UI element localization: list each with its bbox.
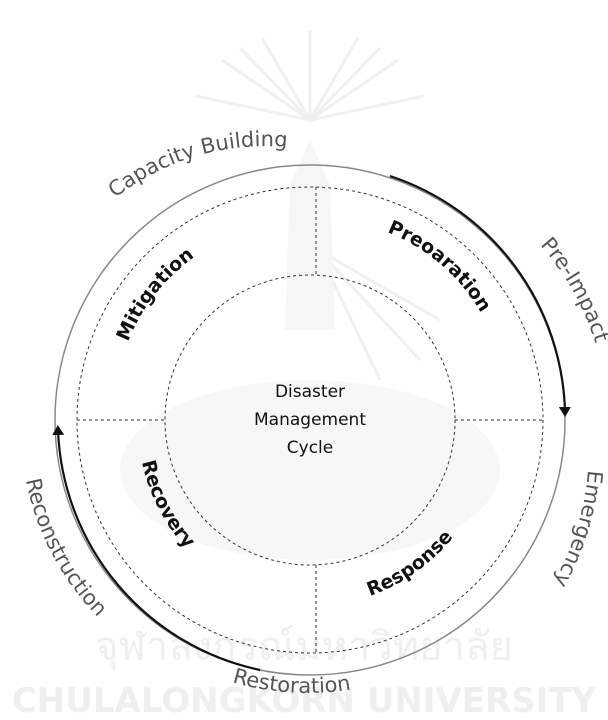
- outer-circle: [54, 164, 566, 676]
- pre-impact-label: Pre-Impact: [536, 233, 608, 345]
- preparation-label: Preoaration: [385, 216, 496, 315]
- watermark-english-text: CHULALONGKORN UNIVERSITY: [12, 681, 597, 720]
- center-title-line-2: Management: [254, 410, 366, 430]
- watermark-seal: จุฬาลงกรณ์มหาวิทยาลัย CHULALONGKORN UNIV…: [12, 30, 597, 720]
- quadrant-dividers: [77, 187, 543, 653]
- middle-dashed-circle: [76, 186, 544, 654]
- center-title-line-3: Cycle: [287, 438, 333, 458]
- mitigation-label: Mitigation: [112, 243, 197, 344]
- watermark-thai-text: จุฬาลงกรณ์มหาวิทยาลัย: [95, 624, 513, 671]
- reconstruction-arrow: [52, 425, 261, 672]
- pre-impact-arrow: [389, 174, 571, 417]
- capacity-building-label: Capacity Building: [104, 127, 289, 202]
- center-title-line-1: Disaster: [275, 382, 345, 402]
- emergency-label: Emergency: [549, 469, 607, 591]
